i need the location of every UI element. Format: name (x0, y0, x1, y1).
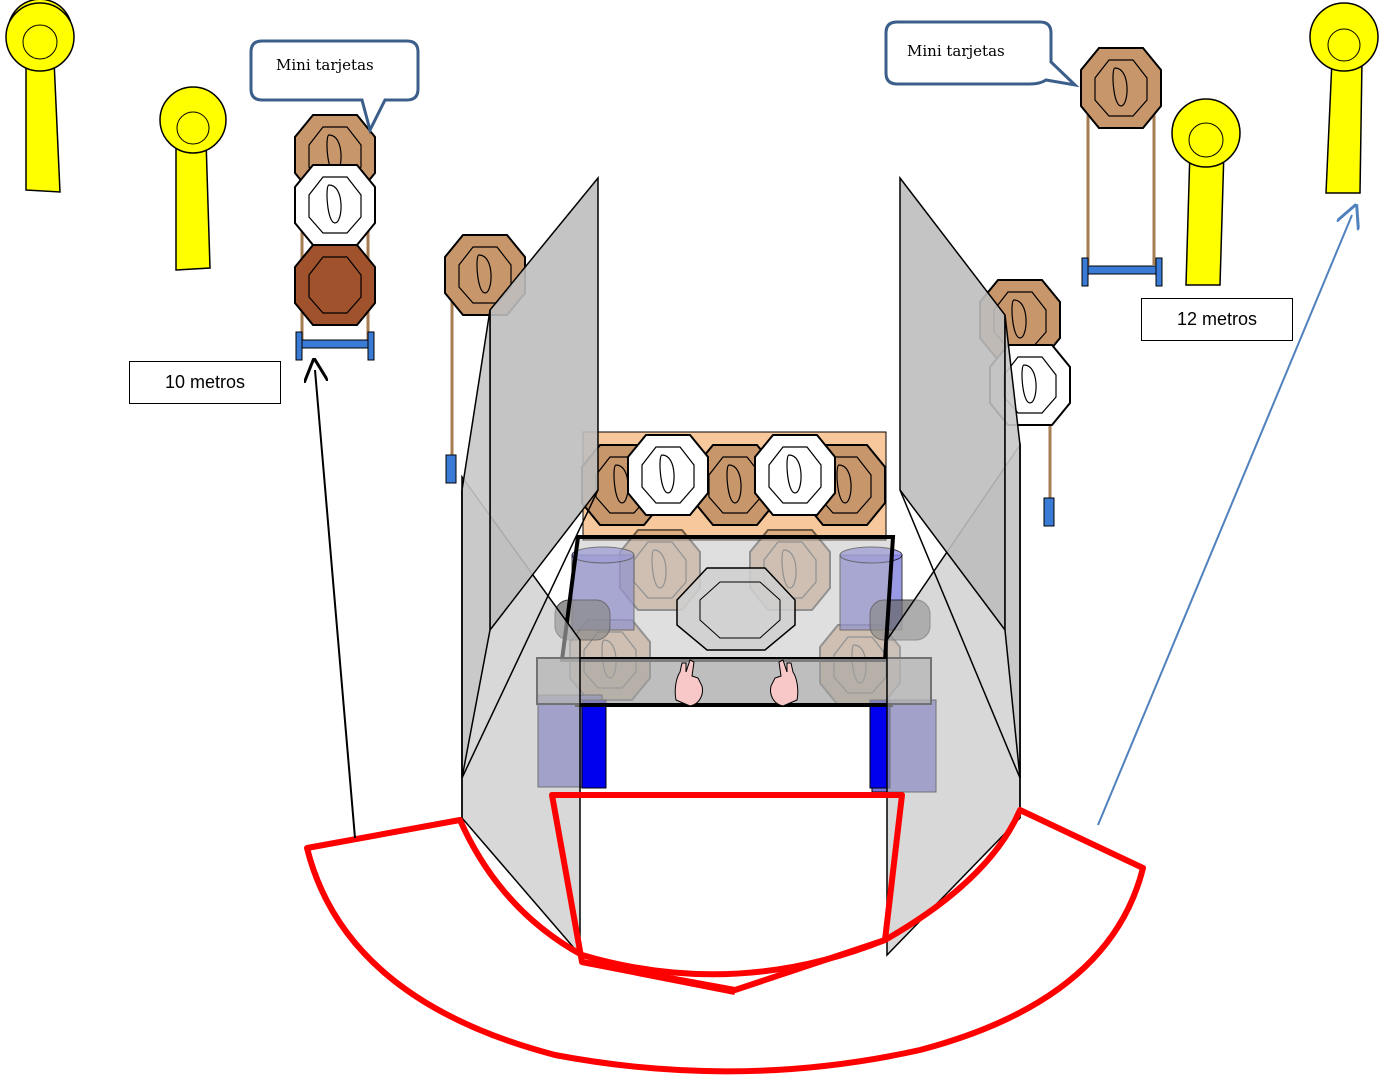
targets-behind-right-wall (979, 279, 1071, 527)
distance-label-left: 10 metros (129, 361, 281, 404)
center-target-array (569, 431, 901, 706)
callout-left-text: Mini tarjetas (276, 56, 374, 74)
distance-label-right: 12 metros (1141, 298, 1293, 341)
left-wall (461, 175, 599, 958)
popper-left-outer (5, 0, 75, 193)
distance-arrow-left (315, 370, 356, 839)
hands-start-position (674, 659, 799, 707)
target-behind-left-wall (444, 234, 526, 484)
popper-left-inner (159, 86, 227, 271)
callout-right-text: Mini tarjetas (907, 42, 1005, 60)
fault-lines (304, 792, 1146, 1075)
callout-left: Mini tarjetas (249, 39, 420, 135)
mini-target-right (1080, 47, 1163, 287)
distance-arrow-right (1097, 215, 1352, 826)
shooting-table (536, 535, 932, 707)
right-wall (886, 175, 1021, 957)
callout-right: Mini tarjetas (884, 20, 1080, 88)
popper-right-inner (1171, 98, 1241, 286)
popper-right-outer (1309, 2, 1379, 194)
mini-targets-left (294, 114, 376, 361)
